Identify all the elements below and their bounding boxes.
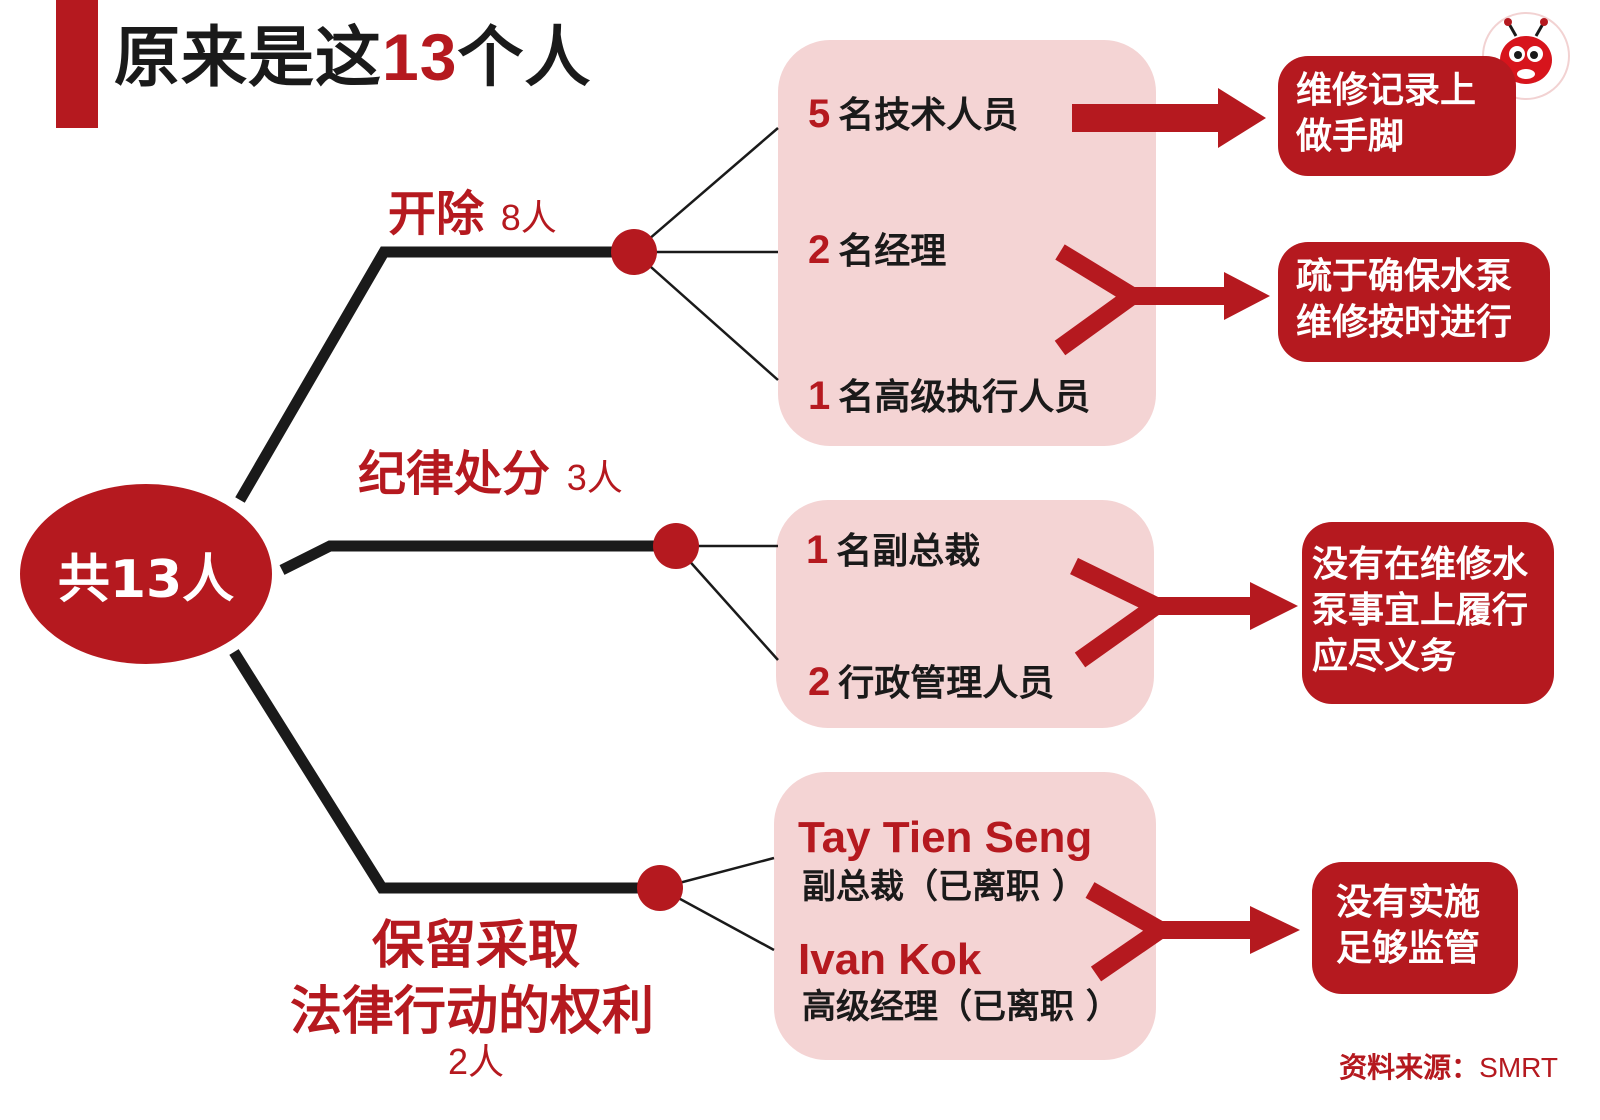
arrow-head-icon — [1250, 582, 1298, 630]
total-ellipse — [20, 484, 272, 664]
ant-mascot-icon — [1484, 14, 1568, 98]
person-name: Ivan Kok — [798, 935, 982, 984]
category-legal-line2: 法律行动的权利 — [290, 982, 655, 1042]
group-box-disciplined — [776, 500, 1154, 728]
category-name: 纪律处分 — [358, 446, 551, 502]
trunk-line-dismissed — [235, 246, 634, 503]
arrow-icon — [1072, 88, 1266, 148]
title-accent-bar — [56, 0, 98, 128]
page-title: 原来是这13个人 — [114, 19, 592, 96]
category-count: 2人 — [448, 1041, 505, 1082]
branch-line — [633, 127, 779, 253]
node-dot — [611, 229, 657, 275]
category-name: 开除 — [388, 186, 485, 242]
arrow-head-icon — [1224, 272, 1270, 320]
person-name: Tay Tien Seng — [798, 813, 1093, 862]
total-count-label: 共13人 — [57, 549, 235, 610]
result-box: 疏于确保水泵维修按时进行 — [1278, 242, 1550, 362]
source-credit: 资料来源：SMRT — [1339, 1051, 1558, 1084]
branch-line — [633, 251, 779, 381]
category-count: 8人 — [500, 197, 557, 238]
node-dot — [653, 523, 699, 569]
branch-line — [675, 545, 779, 661]
ant-mascot-icon — [1500, 18, 1552, 84]
group-box-legal — [774, 772, 1156, 1060]
node-dot — [637, 865, 683, 911]
result-box: 没有实施足够监管 — [1312, 862, 1518, 994]
person-role: 高级经理（已离职 ） — [802, 987, 1120, 1027]
trunk-line-legal — [229, 649, 660, 894]
trunk-line-disciplined — [279, 540, 676, 575]
result-box: 维修记录上做手脚 — [1278, 56, 1516, 176]
result-box: 没有在维修水泵事宜上履行应尽义务 — [1302, 522, 1554, 704]
arrow-head-icon — [1250, 906, 1300, 954]
person-role: 副总裁（已离职 ） — [802, 867, 1086, 907]
category-dismissed: 开除 8人 — [388, 190, 557, 238]
category-disciplined: 纪律处分 3人 — [358, 450, 623, 498]
category-count: 3人 — [566, 457, 623, 498]
category-legal-line1: 保留采取 — [372, 916, 581, 976]
